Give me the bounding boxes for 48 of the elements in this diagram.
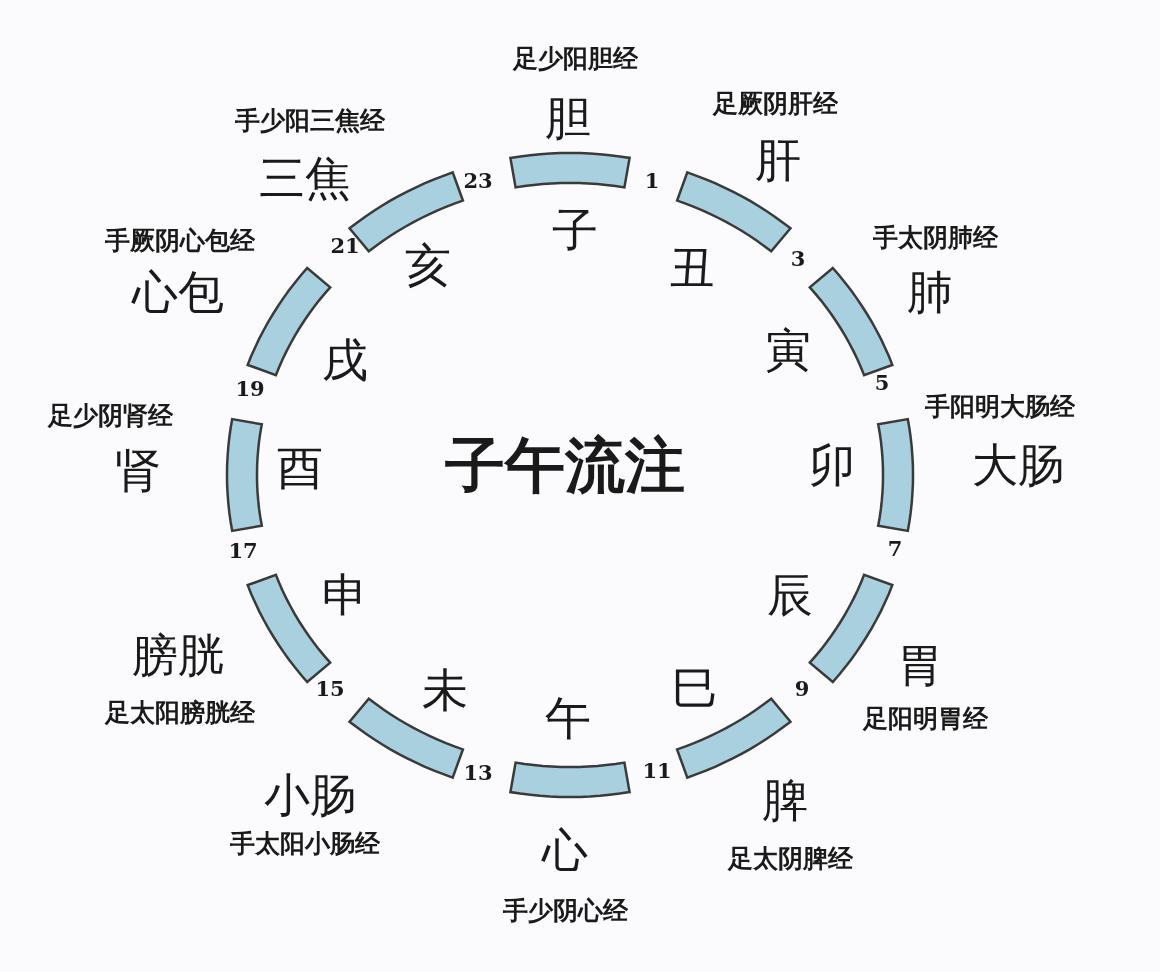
organ-label: 小肠 (264, 772, 356, 818)
organ-label: 三焦 (259, 155, 351, 201)
meridian-label: 足厥阴肝经 (712, 90, 838, 116)
hour-number: 15 (315, 677, 345, 699)
branch-label: 寅 (765, 327, 811, 373)
organ-label: 肝 (755, 137, 801, 183)
organ-label: 肾 (115, 447, 161, 493)
organ-label: 胃 (897, 642, 943, 688)
meridian-label: 手阳明大肠经 (925, 393, 1075, 419)
hour-number: 9 (794, 677, 810, 699)
hour-number: 19 (235, 377, 265, 399)
branch-label: 戌 (322, 337, 368, 383)
arc-segment (225, 417, 264, 533)
organ-label: 膀胱 (132, 632, 224, 678)
branch-label: 未 (422, 667, 468, 713)
branch-label: 丑 (669, 245, 715, 291)
hour-number: 1 (644, 169, 660, 191)
arc-segment (508, 151, 632, 189)
hour-number: 23 (463, 169, 493, 191)
hour-number: 17 (228, 539, 258, 561)
organ-label: 心 (542, 827, 588, 873)
branch-label: 申 (322, 572, 368, 618)
title: 子午流注 (445, 435, 685, 495)
arc-segment (508, 761, 632, 799)
meridian-label: 足少阴肾经 (47, 402, 173, 428)
hour-number: 5 (874, 371, 890, 393)
meridian-label: 足少阳胆经 (512, 45, 638, 71)
organ-label: 脾 (762, 777, 808, 823)
branch-label: 亥 (405, 242, 451, 288)
branch-label: 午 (545, 695, 591, 741)
hour-number: 3 (790, 247, 806, 269)
meridian-label: 手少阴心经 (502, 897, 628, 923)
hour-number: 21 (330, 234, 360, 256)
organ-label: 大肠 (972, 442, 1064, 488)
hour-number: 13 (463, 761, 493, 783)
branch-label: 子 (552, 207, 598, 253)
branch-label: 辰 (767, 572, 813, 618)
branch-label: 巳 (672, 665, 718, 711)
hour-number: 7 (887, 537, 903, 559)
branch-label: 卯 (809, 442, 855, 488)
arc-segment (808, 266, 894, 377)
organ-label: 肺 (907, 269, 953, 315)
organ-label: 心包 (132, 269, 224, 315)
organ-label: 胆 (545, 95, 591, 141)
arc-segment (876, 417, 915, 533)
hour-number: 11 (642, 759, 672, 781)
meridian-label: 足太阴脾经 (727, 845, 853, 871)
branch-label: 酉 (277, 445, 323, 491)
